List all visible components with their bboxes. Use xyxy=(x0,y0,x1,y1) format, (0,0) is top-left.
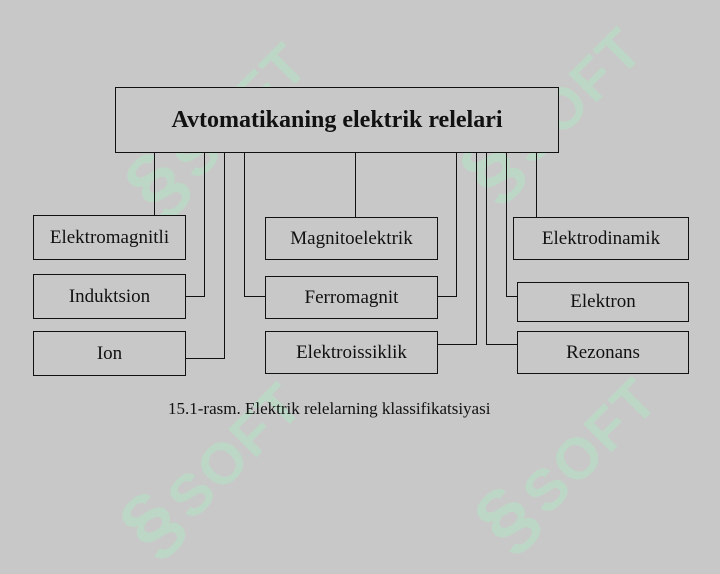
node-elektromagnitli: Elektromagnitli xyxy=(33,215,186,260)
connector xyxy=(486,152,487,345)
node-elektrodinamik: Elektrodinamik xyxy=(513,217,689,260)
node-elektron: Elektron xyxy=(517,282,689,322)
connector xyxy=(204,152,205,297)
node-ion: Ion xyxy=(33,331,186,376)
diagram-root-box: Avtomatikaning elektrik relelari xyxy=(115,87,559,153)
watermark: §SOFT xyxy=(455,365,671,568)
connector xyxy=(244,152,245,297)
connector xyxy=(536,152,537,217)
node-elektroissiklik: Elektroissiklik xyxy=(265,331,438,374)
connector xyxy=(244,296,265,297)
node-magnitoelektrik: Magnitoelektrik xyxy=(265,217,438,260)
connector xyxy=(154,152,155,216)
connector xyxy=(506,152,507,297)
node-rezonans: Rezonans xyxy=(517,331,689,374)
connector xyxy=(476,152,477,345)
connector xyxy=(438,296,457,297)
watermark: §SOFT xyxy=(100,370,316,573)
connector xyxy=(224,152,225,359)
connector xyxy=(438,344,477,345)
connector xyxy=(355,152,356,217)
connector xyxy=(186,358,225,359)
connector xyxy=(456,152,457,297)
diagram-canvas: §SOFT §SOFT §SOFT §SOFT Avtomatikaning e… xyxy=(33,15,689,572)
connector xyxy=(506,296,517,297)
node-induktsion: Induktsion xyxy=(33,274,186,319)
figure-caption: 15.1-rasm. Elektrik relelarning klassifi… xyxy=(168,399,491,418)
node-ferromagnit: Ferromagnit xyxy=(265,276,438,319)
connector xyxy=(186,296,205,297)
connector xyxy=(486,344,517,345)
